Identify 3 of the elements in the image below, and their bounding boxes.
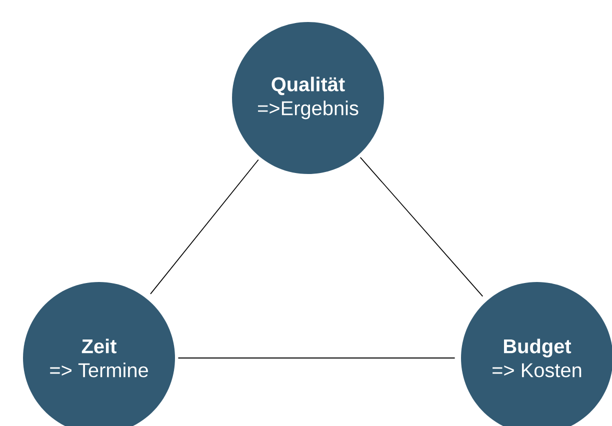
circle-node: Qualität =>Ergebnis (232, 22, 384, 174)
connector-line (150, 159, 259, 294)
connector-line (360, 156, 484, 297)
